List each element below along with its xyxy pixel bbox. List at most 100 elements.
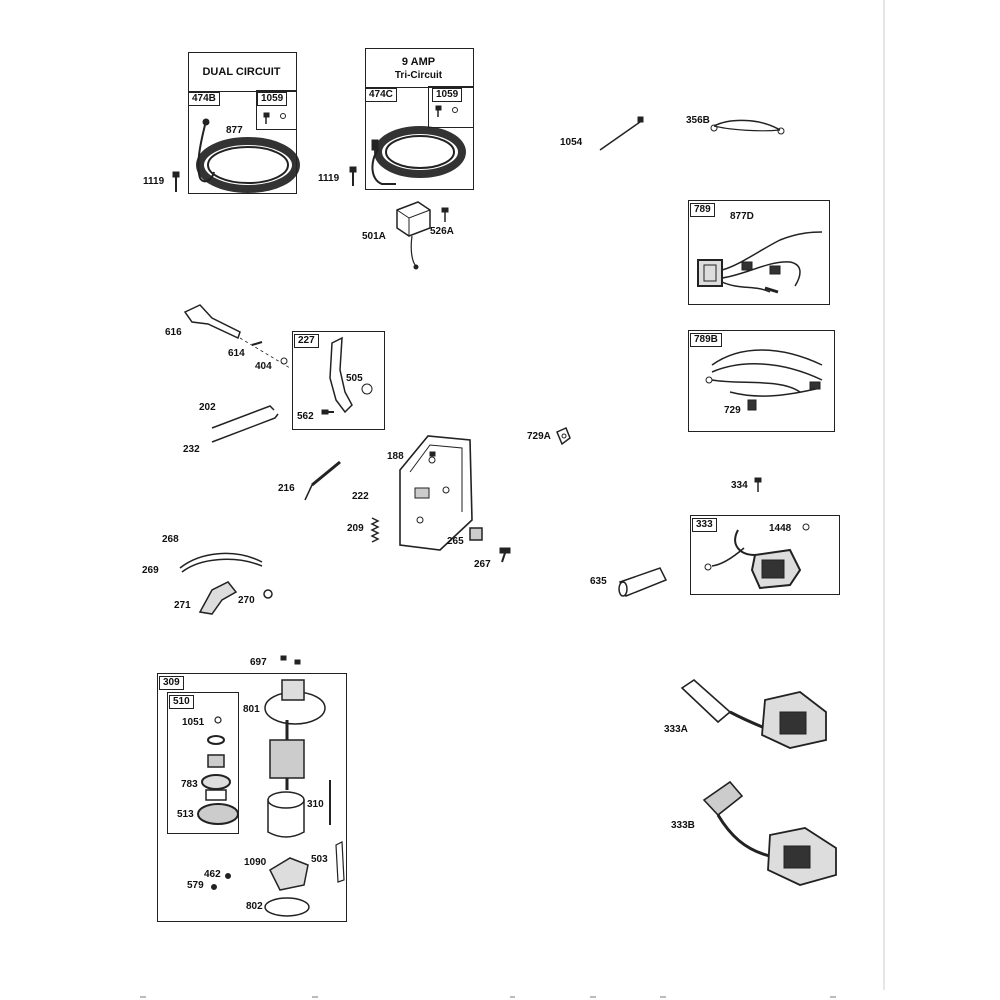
part-label-1090: 1090 bbox=[244, 857, 267, 868]
part-label-1448: 1448 bbox=[769, 523, 792, 534]
part-label-267: 267 bbox=[474, 559, 491, 570]
panel-474c-id: 474C bbox=[365, 88, 397, 102]
part-label-729: 729 bbox=[724, 405, 741, 416]
screw-526a-drawing bbox=[441, 207, 449, 222]
part-label-271: 271 bbox=[174, 600, 191, 611]
part-label-562: 562 bbox=[297, 411, 314, 422]
part-label-232: 232 bbox=[183, 444, 200, 455]
part-label-404: 404 bbox=[255, 361, 272, 372]
pin-614-drawing bbox=[239, 337, 291, 369]
panel-474b-title-cell bbox=[188, 52, 297, 92]
screw-267-drawing bbox=[499, 547, 511, 563]
screw-1059-a-drawing bbox=[263, 112, 286, 124]
panel-789-id: 789 bbox=[690, 203, 715, 217]
panel-333-id: 333 bbox=[692, 518, 717, 532]
part-label-729a: 729A bbox=[527, 431, 551, 442]
control-bracket-222-drawing bbox=[399, 435, 473, 551]
cable-268-drawing bbox=[179, 552, 263, 573]
part-label-209: 209 bbox=[347, 523, 364, 534]
stator-474c-drawing bbox=[371, 126, 466, 185]
part-label-579: 579 bbox=[187, 880, 204, 891]
part-label-877: 877 bbox=[226, 125, 243, 136]
part-label-526a: 526A bbox=[430, 226, 454, 237]
bracket-271-drawing bbox=[198, 581, 238, 615]
panel-309 bbox=[157, 673, 347, 922]
panel-227-id: 227 bbox=[294, 334, 319, 348]
part-label-802: 802 bbox=[246, 901, 263, 912]
harness-789-drawing bbox=[697, 231, 823, 294]
panel-474b-title: DUAL CIRCUIT bbox=[202, 66, 281, 78]
part-label-270: 270 bbox=[238, 595, 255, 606]
link-202-drawing bbox=[211, 405, 279, 443]
part-label-501a: 501A bbox=[362, 231, 386, 242]
part-label-202: 202 bbox=[199, 402, 216, 413]
screw-1059-b-drawing bbox=[435, 105, 458, 117]
panel-510-id: 510 bbox=[169, 695, 194, 709]
part-label-265: 265 bbox=[447, 536, 464, 547]
panel-474b-sub-id: 1059 bbox=[257, 92, 288, 106]
part-label-334: 334 bbox=[731, 480, 748, 491]
part-label-503: 503 bbox=[311, 854, 328, 865]
panel-333 bbox=[690, 515, 840, 595]
wire-356b-drawing bbox=[710, 119, 785, 135]
panel-789b-id: 789B bbox=[690, 333, 722, 347]
spring-216-drawing bbox=[304, 460, 341, 501]
cable-tie-1054-drawing bbox=[599, 116, 644, 151]
panel-474b-id: 474B bbox=[188, 92, 220, 106]
ignition-333a-drawing bbox=[680, 678, 827, 749]
part-label-877d: 877D bbox=[730, 211, 754, 222]
panel-474b-sub-cell bbox=[256, 90, 297, 130]
clip-265-drawing bbox=[469, 527, 483, 541]
part-label-505: 505 bbox=[346, 373, 363, 384]
part-label-268: 268 bbox=[162, 534, 179, 545]
part-label-616: 616 bbox=[165, 327, 182, 338]
part-label-614: 614 bbox=[228, 348, 245, 359]
part-label-222: 222 bbox=[352, 491, 369, 502]
ignition-333b-drawing bbox=[702, 780, 837, 886]
lever-616-drawing bbox=[183, 304, 241, 340]
panel-789 bbox=[688, 200, 830, 305]
bolt-1119-a-drawing bbox=[172, 171, 180, 192]
bolt-1119-b-drawing bbox=[349, 166, 357, 186]
boot-635-drawing bbox=[618, 567, 668, 597]
part-label-635: 635 bbox=[590, 576, 607, 587]
panel-227 bbox=[292, 331, 385, 430]
part-label-801: 801 bbox=[243, 704, 260, 715]
spring-209-drawing bbox=[370, 517, 380, 543]
part-label-1119-b: 1119 bbox=[318, 173, 340, 184]
part-label-310: 310 bbox=[307, 799, 324, 810]
screw-188-drawing bbox=[429, 451, 436, 457]
panel-789b bbox=[688, 330, 835, 432]
coil-333-drawing bbox=[704, 523, 810, 590]
clip-729a-drawing bbox=[556, 426, 571, 446]
panel-309-id: 309 bbox=[159, 676, 184, 690]
panel-474c-sub-cell bbox=[428, 86, 474, 128]
panel-474c-title-cell bbox=[365, 48, 474, 88]
panel-474c-title-1: 9 AMP bbox=[401, 56, 436, 68]
part-label-513: 513 bbox=[177, 809, 194, 820]
part-label-356b: 356B bbox=[686, 115, 710, 126]
harness-789b-drawing bbox=[705, 349, 823, 411]
part-label-1051: 1051 bbox=[182, 717, 205, 728]
panel-510 bbox=[167, 692, 239, 834]
nut-270-drawing bbox=[263, 589, 273, 599]
part-label-697: 697 bbox=[250, 657, 267, 668]
part-label-1054: 1054 bbox=[560, 137, 583, 148]
part-label-188: 188 bbox=[387, 451, 404, 462]
regulator-501a-drawing bbox=[396, 201, 431, 270]
part-label-216: 216 bbox=[278, 483, 295, 494]
part-label-333b: 333B bbox=[671, 820, 695, 831]
panel-474c-sub-id: 1059 bbox=[432, 88, 463, 102]
part-label-333a: 333A bbox=[664, 724, 688, 735]
part-label-462: 462 bbox=[204, 869, 221, 880]
part-label-783: 783 bbox=[181, 779, 198, 790]
starter-309-drawing bbox=[211, 679, 345, 917]
screws-697-drawing bbox=[280, 655, 301, 665]
part-label-1119-a: 1119 bbox=[143, 176, 165, 187]
panel-474c-title-2: Tri-Circuit bbox=[394, 70, 443, 81]
screw-334-drawing bbox=[754, 477, 762, 492]
lever-assembly-227-drawing bbox=[321, 336, 373, 415]
part-label-269: 269 bbox=[142, 565, 159, 576]
